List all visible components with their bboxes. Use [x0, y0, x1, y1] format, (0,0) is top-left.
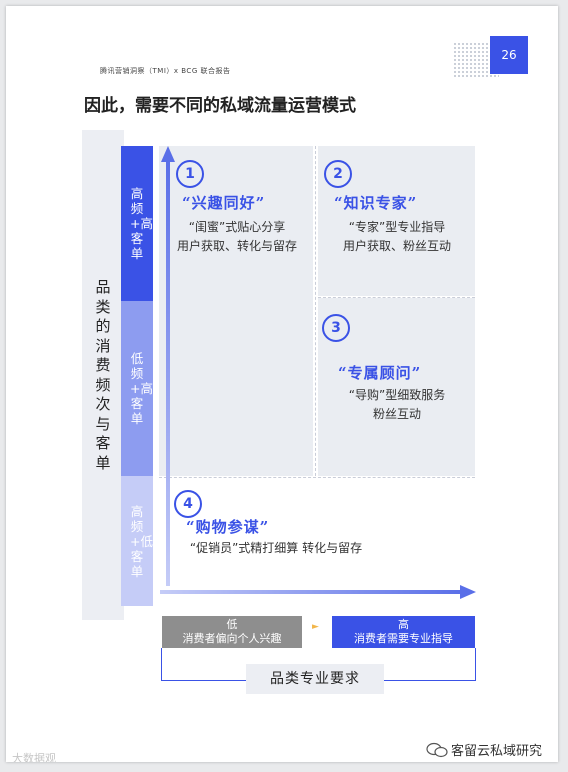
cell-number-3: 3: [322, 314, 350, 342]
x-axis-high-box: 高 消费者需要专业指导: [332, 616, 475, 648]
x-axis-arrow-icon: [160, 585, 476, 599]
y-segment-low-freq-high-price: 低频+高客单: [121, 301, 153, 476]
cell-desc-2b: 用户获取、粉丝互动: [342, 239, 451, 253]
watermark: 大数据观: [12, 752, 56, 762]
x-axis-label: 品类专业要求: [246, 664, 384, 694]
page-number: 26: [490, 36, 528, 74]
cell-number-1: 1: [176, 160, 204, 188]
report-page: 26 腾讯营销洞察（TMI）x BCG 联合报告 因此，需要不同的私域流量运营模…: [6, 6, 558, 762]
y-axis-arrow-icon: [161, 146, 175, 586]
y-segment-high-freq-low-price: 高频+低客单: [121, 476, 153, 606]
chevron-right-icon: ►: [312, 622, 319, 632]
divider-bottom: [159, 477, 475, 478]
cell-title-3: “专属顾问”: [338, 364, 422, 382]
x-axis-low-desc: 消费者偏向个人兴趣: [182, 632, 282, 645]
brand-text: 客留云私域研究: [451, 744, 543, 759]
cell-number-2: 2: [324, 160, 352, 188]
divider-horizontal: [318, 297, 475, 298]
cell-desc-3b: 粉丝互动: [372, 407, 421, 421]
cell-interest-peer: [159, 146, 313, 476]
cell-title-4: “购物参谋”: [186, 518, 270, 536]
x-axis-low-title: 低: [226, 618, 238, 631]
cell-title-1: “兴趣同好”: [182, 194, 266, 212]
page-title: 因此，需要不同的私域流量运营模式: [84, 96, 356, 116]
x-axis-low-box: 低 消费者偏向个人兴趣: [162, 616, 302, 648]
report-header: 腾讯营销洞察（TMI）x BCG 联合报告: [100, 67, 231, 75]
x-axis-high-title: 高: [398, 618, 409, 631]
cell-title-2: “知识专家”: [334, 194, 418, 212]
cell-desc-1a: “闺蜜”式贴心分享: [188, 220, 286, 234]
cell-desc-3a: “导购”型细致服务: [348, 388, 446, 402]
y-axis-label: 品类的消费频次与客单: [95, 278, 111, 472]
brand-label: 客留云私域研究: [426, 740, 542, 759]
cell-number-4: 4: [174, 490, 202, 518]
cell-desc-4: “促销员”式精打细算 转化与留存: [189, 541, 363, 555]
y-segment-high-freq-high-price: 高频+高客单: [121, 146, 153, 301]
y-axis-panel: [82, 130, 124, 620]
wechat-icon: [426, 742, 448, 757]
x-axis-high-desc: 消费者需要专业指导: [354, 632, 453, 645]
cell-desc-1b: 用户获取、转化与留存: [176, 239, 297, 253]
divider-vertical: [315, 146, 316, 476]
cell-desc-2a: “专家”型专业指导: [348, 220, 446, 234]
